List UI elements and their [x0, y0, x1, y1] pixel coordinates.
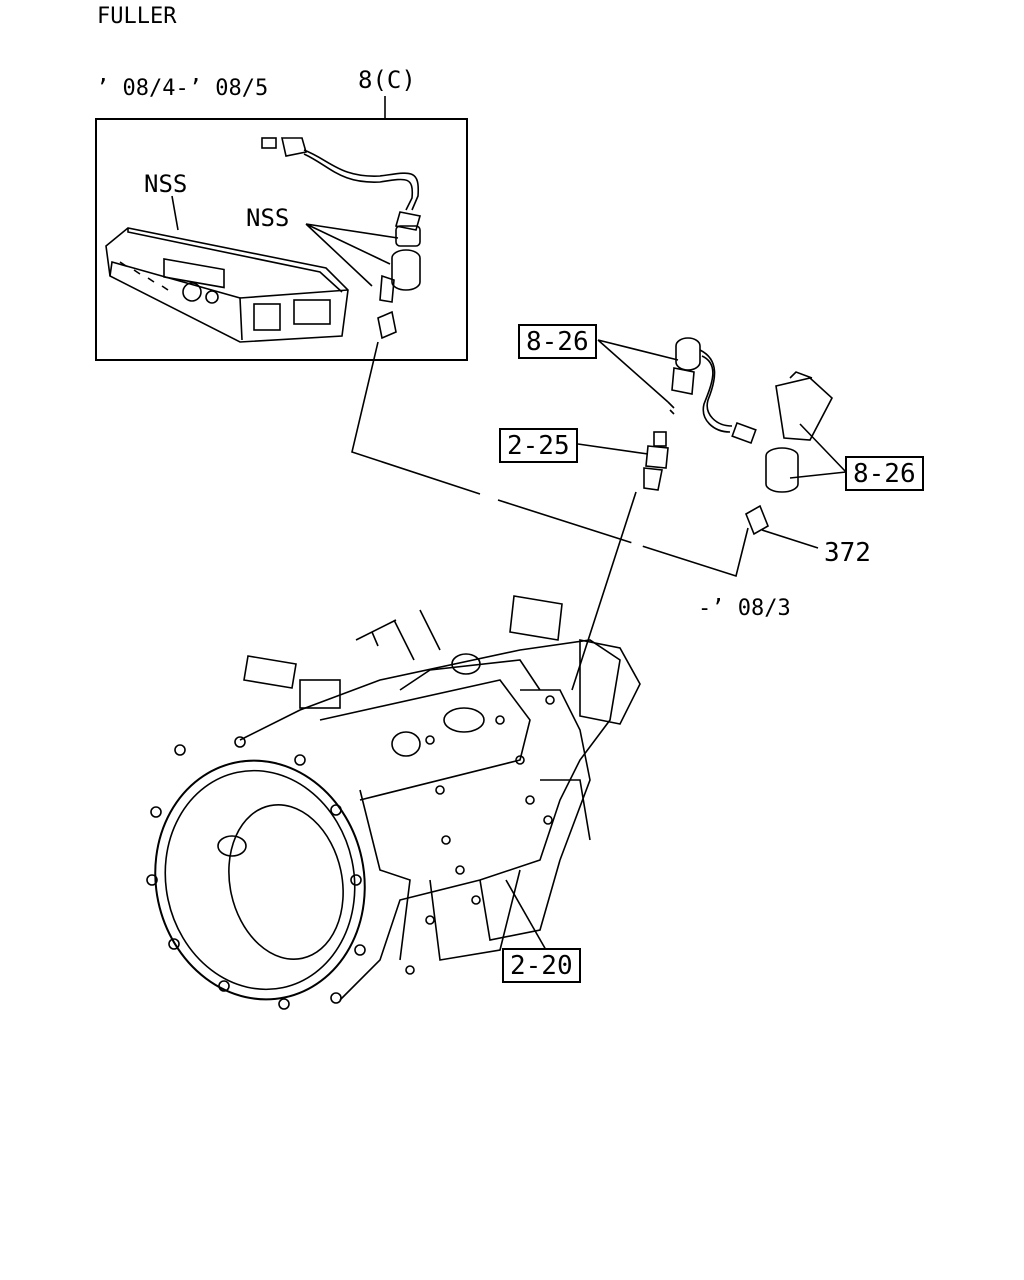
callout-8-26-right: 8-26	[845, 456, 924, 491]
c6-leader	[505, 879, 547, 951]
nss-control-module	[105, 227, 349, 343]
callout-2-25: 2-25	[499, 428, 578, 463]
inset-frame	[95, 118, 468, 361]
inset-ref-label: 8(C)	[358, 66, 416, 94]
callout-2-20: 2-20	[502, 948, 581, 983]
nss-sensor-harness	[261, 137, 422, 340]
connection-line	[351, 341, 481, 495]
c3-leaders	[789, 423, 847, 479]
callout-8-26-upper: 8-26	[518, 324, 597, 359]
nss-module-label: NSS	[144, 170, 188, 198]
connection-line-2	[497, 499, 749, 578]
speed-sensor-right	[744, 371, 833, 536]
nss-sensor-leaders	[305, 223, 399, 287]
c4-leader	[761, 529, 819, 549]
speed-sensor-upper	[667, 337, 757, 445]
c2-leader	[577, 443, 649, 455]
switch-sensor-225	[643, 431, 669, 491]
sensor-line	[571, 491, 637, 691]
diagram-title: FULLER	[97, 4, 177, 29]
date-label-08-3: -’ 08/3	[698, 596, 791, 621]
transmission-assembly	[146, 595, 641, 1010]
inset-date-range: ’ 08/4-’ 08/5	[96, 76, 269, 101]
nss-module-leader	[171, 195, 179, 231]
c1-leaders	[597, 339, 679, 403]
nss-sensor-label: NSS	[246, 204, 290, 232]
callout-372: 372	[824, 538, 871, 568]
